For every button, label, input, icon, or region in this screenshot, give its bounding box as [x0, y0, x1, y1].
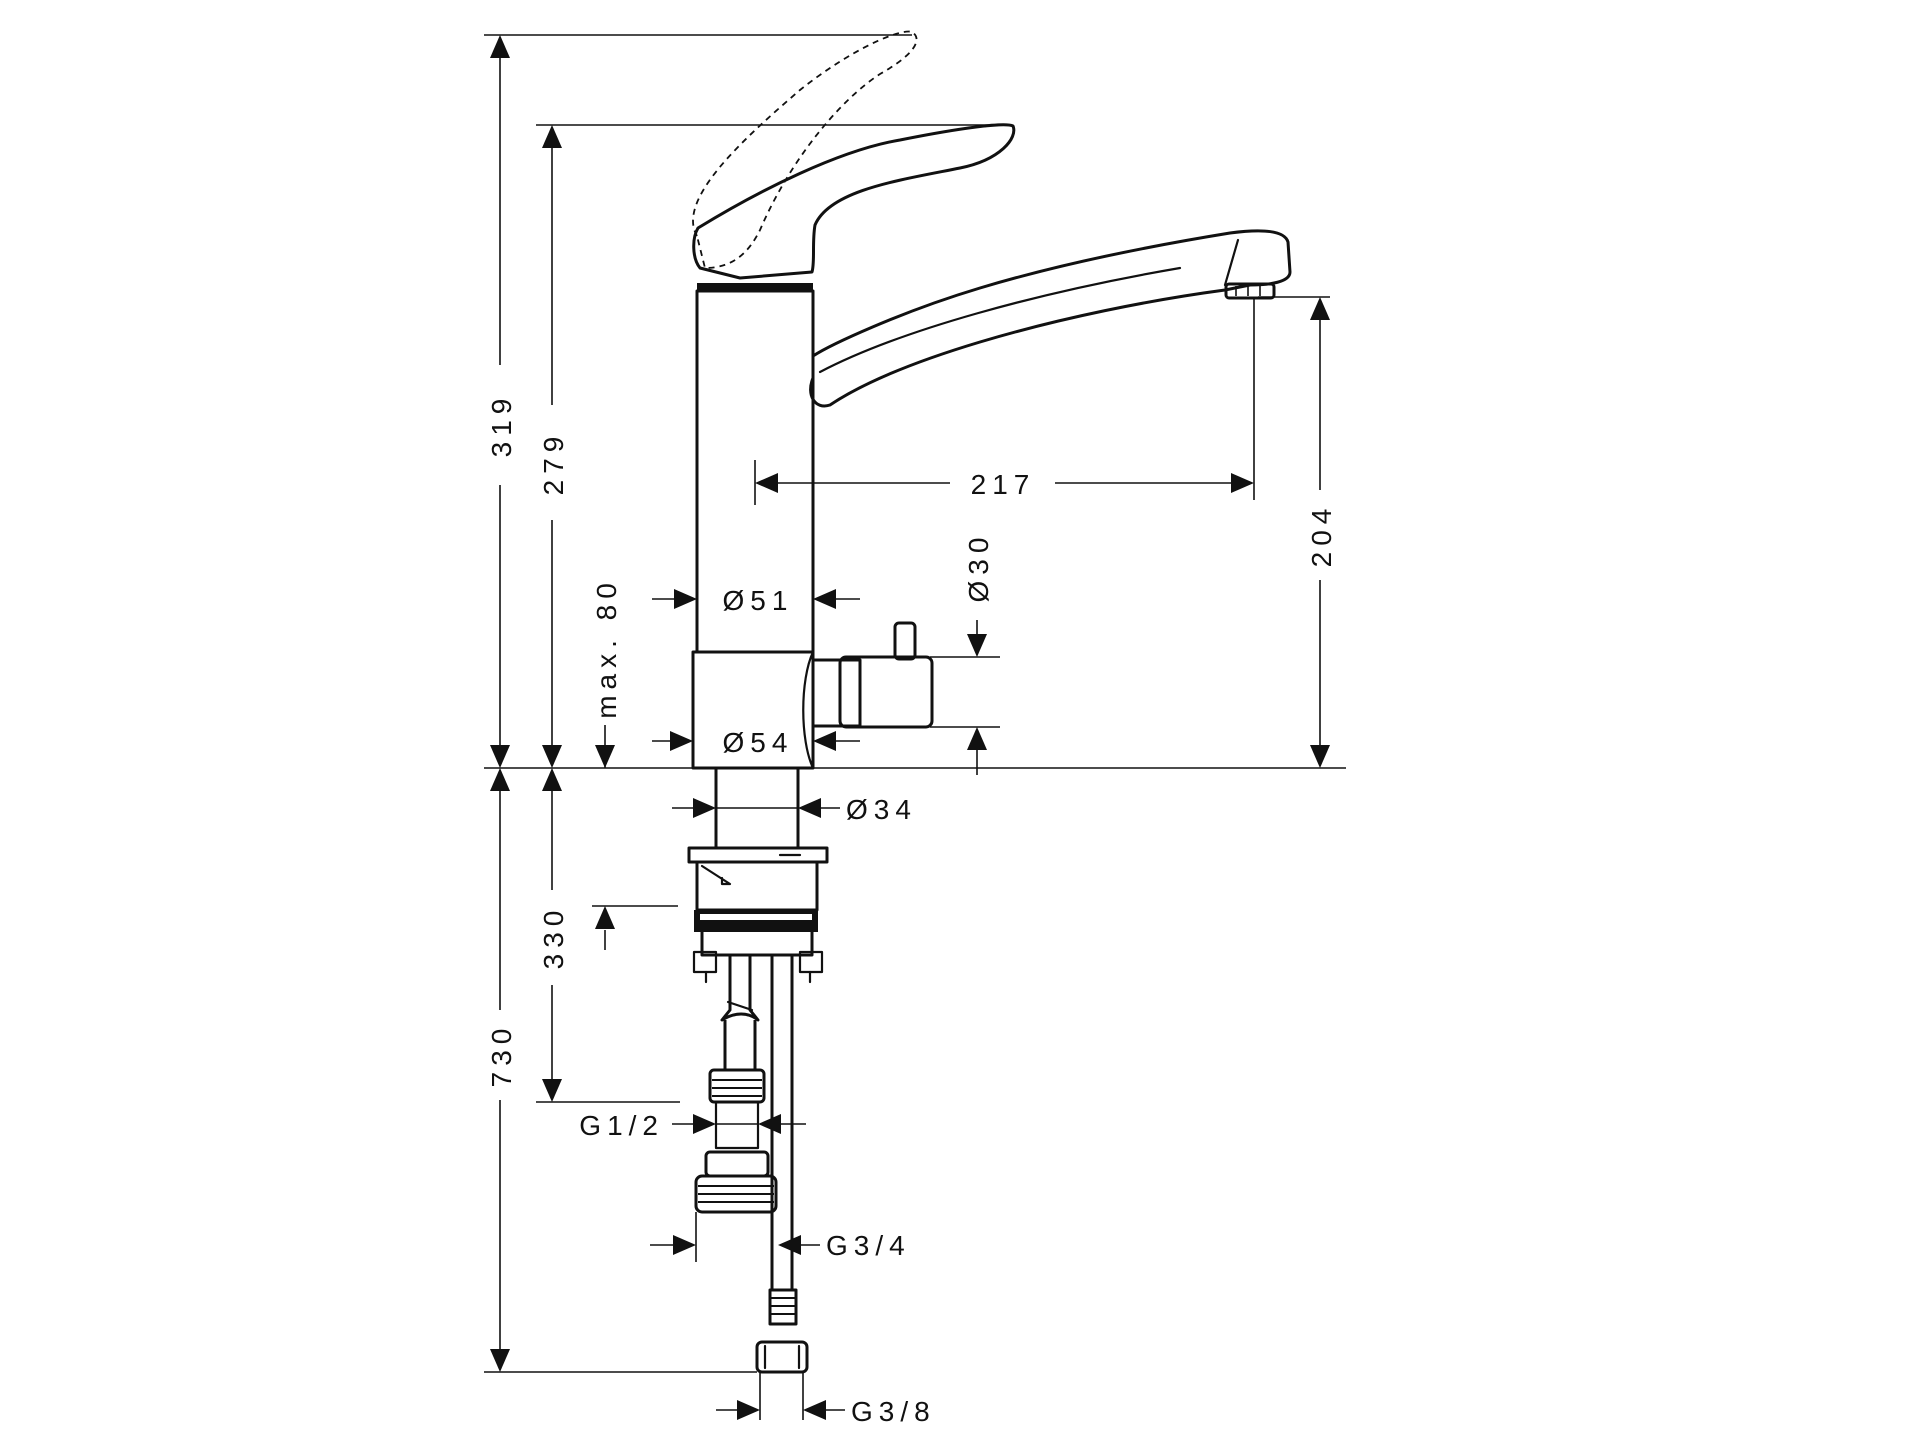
thread-half-inch	[714, 1100, 760, 1150]
valve-knob	[838, 655, 934, 729]
label-max-thickness: max. 80	[591, 577, 622, 719]
dimension-labels: 319 279 730 330 max. 80 204 Ø30 217 Ø51 …	[486, 393, 1337, 1427]
spout	[809, 229, 1292, 408]
label-spout-height: 204	[1306, 503, 1337, 568]
reference-lines	[484, 34, 1346, 1420]
label-hose-length: 730	[486, 1023, 517, 1088]
hose-nut-upper	[708, 1068, 766, 1104]
hose-left	[720, 955, 760, 1022]
faucet-body	[687, 30, 1292, 1374]
label-spout-reach: 217	[971, 469, 1036, 500]
lever-raised-outline	[692, 30, 918, 269]
spout-inner-line	[818, 266, 1182, 374]
lever-handle	[692, 123, 1016, 280]
valve-connector	[802, 650, 815, 770]
label-body-diameter: Ø51	[723, 585, 794, 616]
gasket-ring	[694, 910, 818, 932]
mounting-plate	[687, 846, 829, 864]
hose-end-nut	[755, 1340, 809, 1374]
dimension-lines	[490, 35, 1330, 1420]
label-thread-three-quarter: G3/4	[826, 1230, 911, 1261]
label-base-diameter: Ø54	[723, 727, 794, 758]
top-ring	[697, 283, 813, 291]
label-shank-diameter: Ø34	[846, 794, 917, 825]
valve-stem	[893, 621, 917, 661]
label-total-height: 319	[486, 393, 517, 458]
aerator	[1224, 282, 1276, 300]
mounting-nut	[695, 860, 819, 912]
label-shank-length: 330	[538, 905, 569, 970]
label-thread-half: G1/2	[579, 1110, 664, 1141]
spout-tip-face	[1223, 238, 1240, 287]
label-handle-height: 279	[538, 431, 569, 496]
label-valve-diameter: Ø30	[963, 532, 994, 603]
clamp-bolts	[700, 932, 814, 957]
angle-valve-cap	[704, 1150, 770, 1178]
angle-valve-nut	[694, 1174, 778, 1214]
valve-neck	[813, 658, 862, 728]
label-thread-three-eighths: G3/8	[851, 1396, 936, 1427]
